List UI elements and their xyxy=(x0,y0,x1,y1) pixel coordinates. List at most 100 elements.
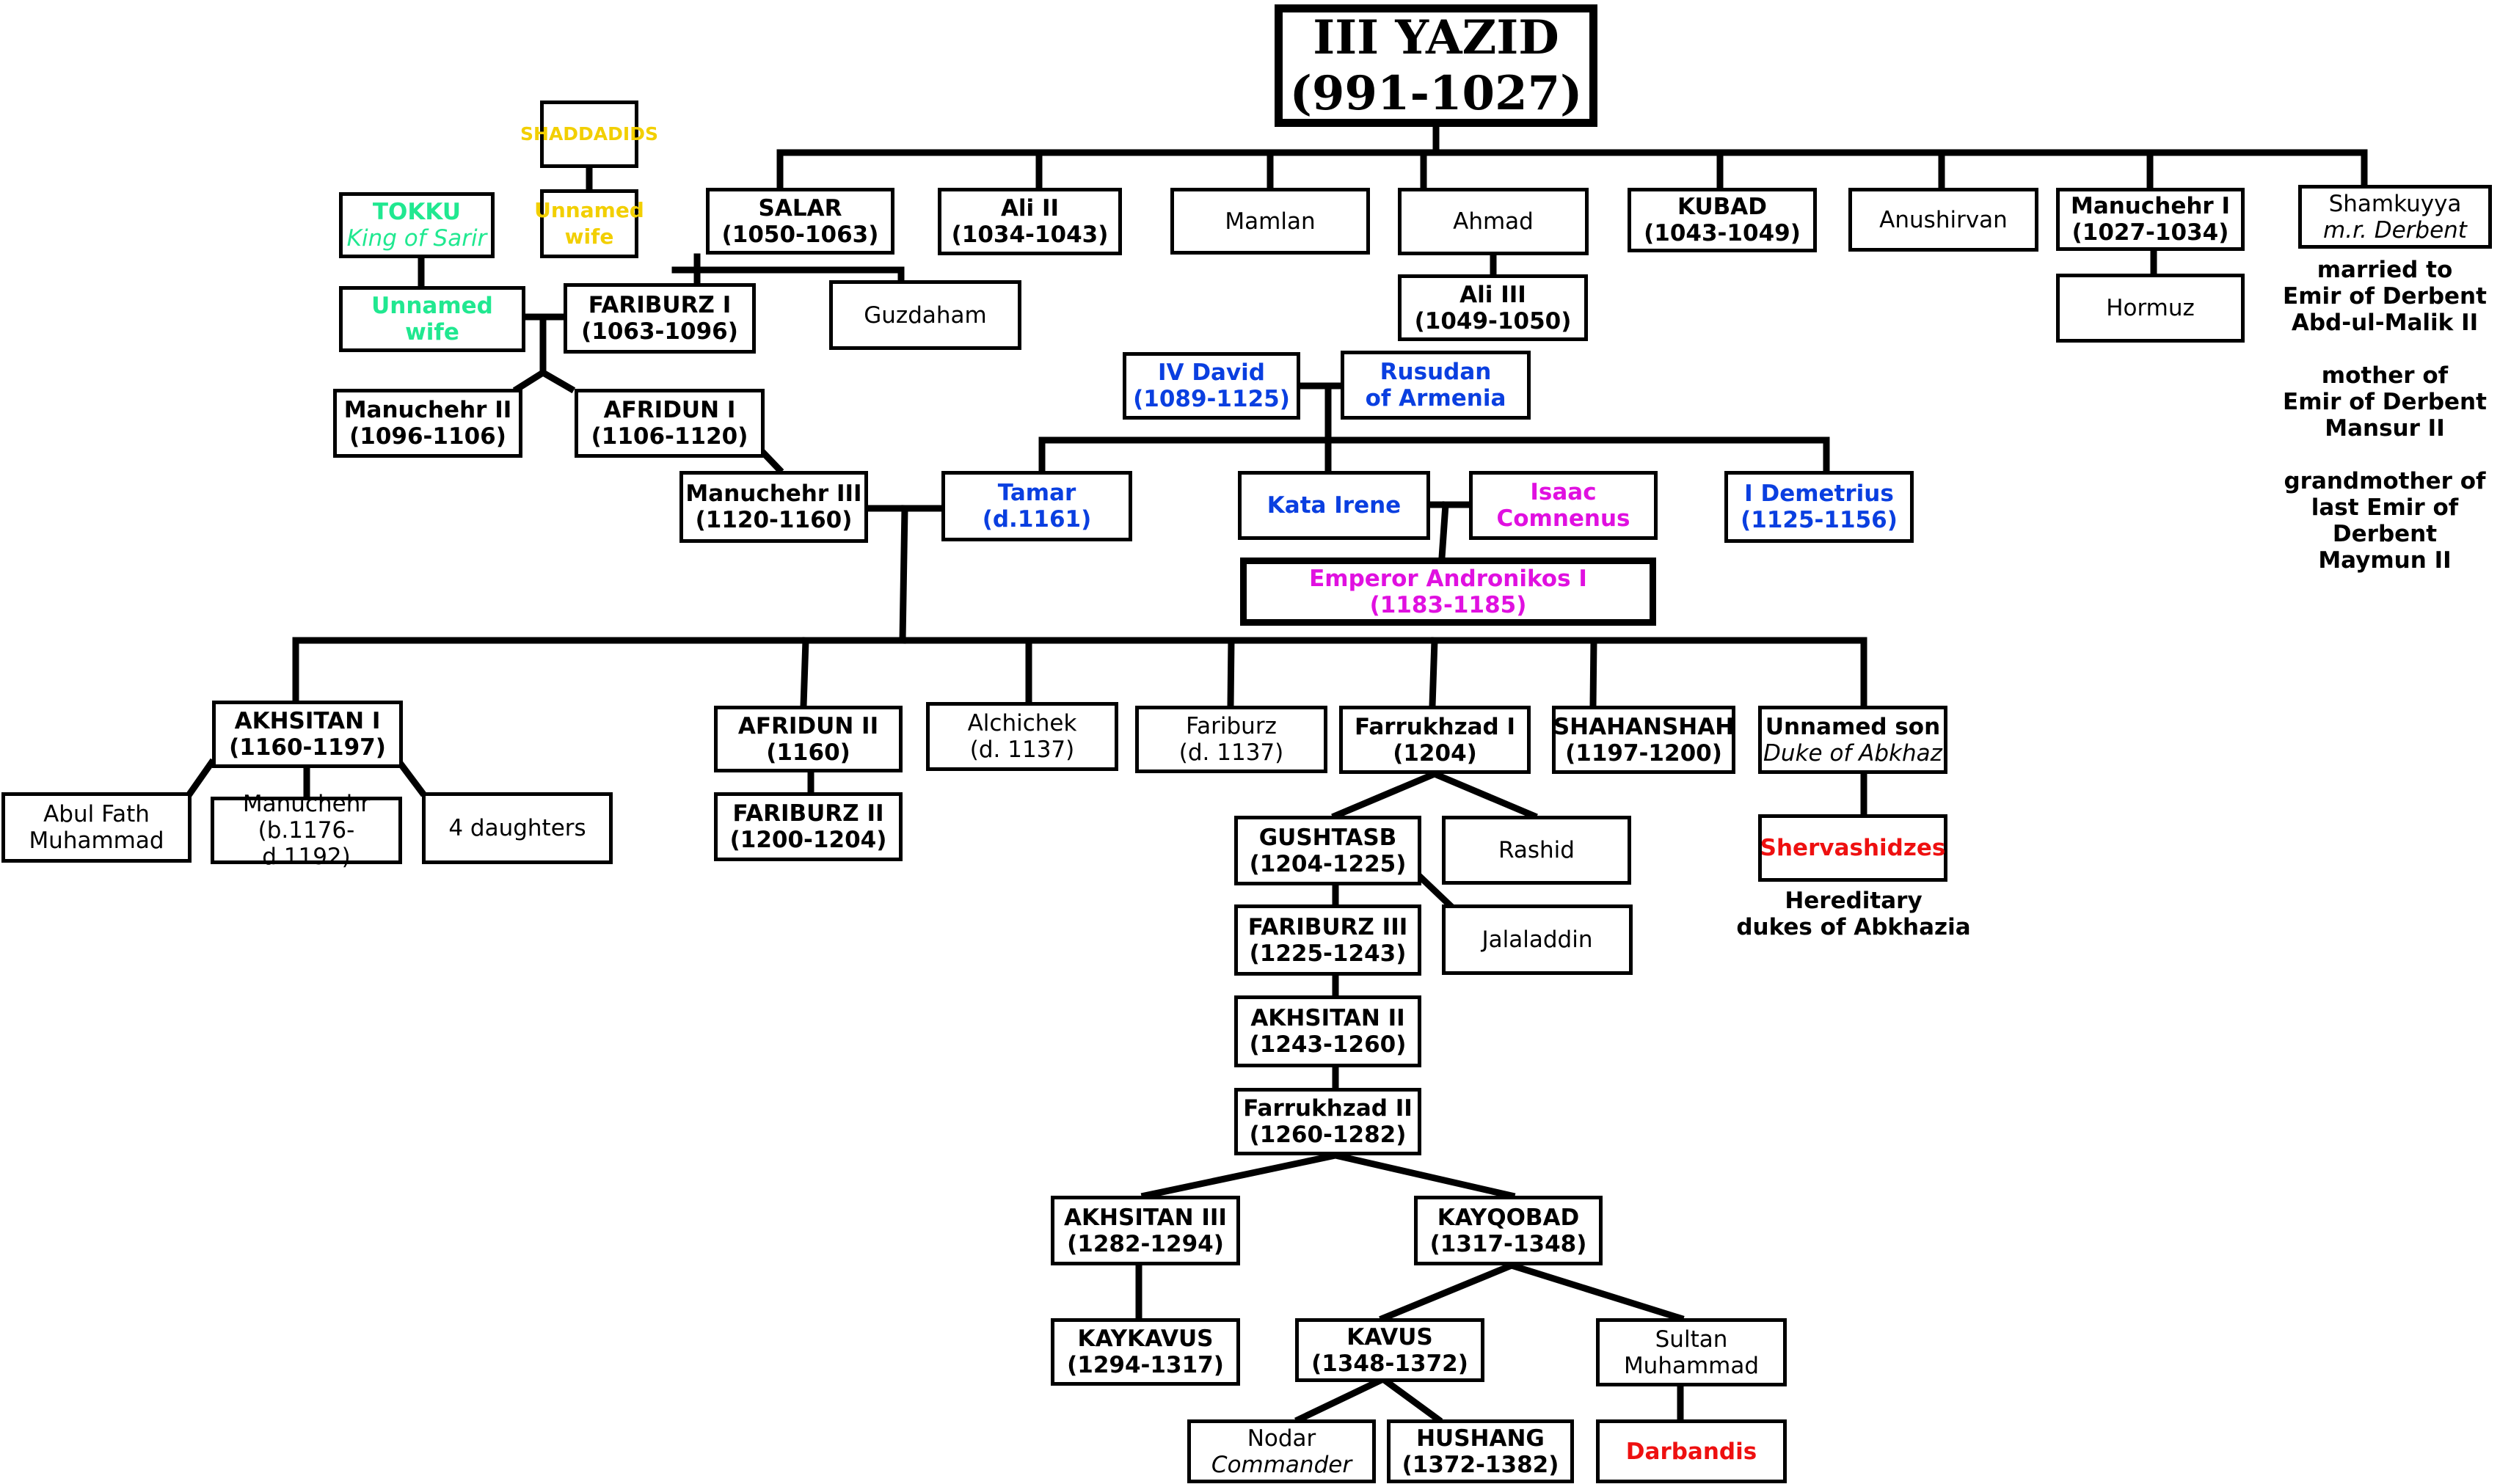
fariburz2-node[interactable]: FARIBURZ II (1200-1204) xyxy=(714,792,903,861)
jalaladdin-node[interactable]: Jalaladdin xyxy=(1442,904,1633,975)
fariburz-name: Fariburz xyxy=(1186,713,1277,739)
akhsitan2-dates: (1243-1260) xyxy=(1249,1031,1407,1058)
sultan-muhammad-node[interactable]: Sultan Muhammad xyxy=(1596,1318,1787,1386)
daughters-node[interactable]: 4 daughters xyxy=(422,792,613,864)
kubad-dates: (1043-1049) xyxy=(1644,220,1801,246)
fariburz-dates: (d. 1137) xyxy=(1178,739,1284,766)
guzdaham-node[interactable]: Guzdaham xyxy=(829,280,1021,350)
nodar-node[interactable]: Nodar Commander xyxy=(1187,1419,1376,1483)
kata-irene-node[interactable]: Kata Irene xyxy=(1238,471,1430,540)
akhsitan2-node[interactable]: AKHSITAN II (1243-1260) xyxy=(1234,995,1421,1067)
ali3-dates: (1049-1050) xyxy=(1414,307,1572,335)
rusudan-title: of Armenia xyxy=(1365,385,1506,412)
tokku-name: TOKKU xyxy=(372,199,462,225)
kaykavus-node[interactable]: KAYKAVUS (1294-1317) xyxy=(1051,1318,1240,1386)
kaykavus-dates: (1294-1317) xyxy=(1067,1352,1224,1378)
rashid-node[interactable]: Rashid xyxy=(1442,816,1631,885)
unnamed-son-node[interactable]: Unnamed son Duke of Abkhaz xyxy=(1758,706,1947,774)
tamar-dates: (d.1161) xyxy=(982,506,1092,533)
kubad-name: KUBAD xyxy=(1677,194,1767,220)
farrukhzad2-node[interactable]: Farrukhzad II (1260-1282) xyxy=(1234,1088,1421,1155)
kavus-node[interactable]: KAVUS (1348-1372) xyxy=(1295,1318,1484,1382)
note-abd-ul-malik: Abd-ul-Malik II xyxy=(2291,310,2479,336)
shahanshah-dates: (1197-1200) xyxy=(1565,739,1722,767)
andronikos-node[interactable]: Emperor Andronikos I (1183-1185) xyxy=(1240,558,1656,626)
rusudan-node[interactable]: Rusudan of Armenia xyxy=(1341,351,1531,420)
farrukhzad1-node[interactable]: Farrukhzad I (1204) xyxy=(1339,706,1531,774)
kayqobad-name: KAYQOBAD xyxy=(1437,1204,1580,1231)
manuchehr1-node[interactable]: Manuchehr I (1027-1034) xyxy=(2056,188,2245,251)
salar-name: SALAR xyxy=(758,194,842,222)
shamkuyya-node[interactable]: Shamkuyya m.r. Derbent xyxy=(2298,185,2492,249)
darbandis-node[interactable]: Darbandis xyxy=(1596,1419,1787,1483)
abul-fath-node[interactable]: Abul Fath Muhammad xyxy=(1,792,192,863)
akhsitan3-node[interactable]: AKHSITAN III (1282-1294) xyxy=(1051,1196,1240,1265)
akhsitan1-node[interactable]: AKHSITAN I (1160-1197) xyxy=(212,701,403,768)
hushang-node[interactable]: HUSHANG (1372-1382) xyxy=(1387,1419,1574,1483)
sultan-muhammad-line1: Sultan xyxy=(1655,1326,1728,1353)
manuchehr3-dates: (1120-1160) xyxy=(695,507,853,533)
farrukhzad1-name: Farrukhzad I xyxy=(1354,713,1516,740)
david4-node[interactable]: IV David (1089-1125) xyxy=(1123,352,1300,420)
shaddadids-node[interactable]: SHADDADIDS xyxy=(520,100,658,168)
fariburz3-node[interactable]: FARIBURZ III (1225-1243) xyxy=(1234,904,1421,976)
darbandis-name: Darbandis xyxy=(1625,1438,1757,1465)
shamkuyya-name: Shamkuyya xyxy=(2328,190,2462,217)
kayqobad-dates: (1317-1348) xyxy=(1429,1230,1587,1257)
salar-dates: (1050-1063) xyxy=(721,221,879,248)
tokku-daughter-node[interactable]: Unnamed wife xyxy=(339,286,525,352)
manuchehr2-node[interactable]: Manuchehr II (1096-1106) xyxy=(333,389,522,458)
demetrius-node[interactable]: I Demetrius (1125-1156) xyxy=(1724,471,1914,543)
alchichek-name: Alchichek xyxy=(967,710,1077,736)
manuchehr-b-node[interactable]: Manuchehr (b.1176-d.1192) xyxy=(211,791,402,870)
ahmad-node[interactable]: Ahmad xyxy=(1398,188,1589,255)
kavus-dates: (1348-1372) xyxy=(1311,1350,1468,1377)
tokku-title: King of Sarir xyxy=(346,225,487,252)
root-yazid-node[interactable]: III YAZID (991-1027) xyxy=(1275,4,1597,127)
fariburz-node[interactable]: Fariburz (d. 1137) xyxy=(1135,706,1327,773)
manuchehr3-node[interactable]: Manuchehr III (1120-1160) xyxy=(679,471,868,543)
tamar-node[interactable]: Tamar (d.1161) xyxy=(941,471,1132,541)
fariburz1-node[interactable]: FARIBURZ I (1063-1096) xyxy=(564,283,756,354)
tokku-node[interactable]: TOKKU King of Sarir xyxy=(339,192,495,258)
shamkuyya-notes: married to Emir of Derbent Abd-ul-Malik … xyxy=(2260,257,2510,574)
manuchehr2-dates: (1096-1106) xyxy=(349,423,506,450)
root-name: III YAZID xyxy=(1313,10,1559,65)
isaac-name: Isaac xyxy=(1530,479,1597,505)
note-mansur: Mansur II xyxy=(2325,415,2445,442)
isaac-node[interactable]: Isaac Comnenus xyxy=(1469,471,1658,540)
hushang-dates: (1372-1382) xyxy=(1402,1451,1559,1478)
hormuz-node[interactable]: Hormuz xyxy=(2056,274,2245,343)
afridun2-node[interactable]: AFRIDUN II (1160) xyxy=(714,706,903,772)
mamlan-node[interactable]: Mamlan xyxy=(1170,188,1370,255)
alchichek-node[interactable]: Alchichek (d. 1137) xyxy=(926,702,1118,771)
manuchehr1-name: Manuchehr I xyxy=(2070,193,2231,219)
salar-node[interactable]: SALAR (1050-1063) xyxy=(706,188,894,255)
rashid-name: Rashid xyxy=(1498,837,1575,863)
sultan-muhammad-line2: Muhammad xyxy=(1623,1352,1760,1379)
manuchehr-b-name: Manuchehr xyxy=(242,791,371,817)
shaddadid-wife-node[interactable]: Unnamed wife xyxy=(534,189,644,258)
manuchehr-b-dates: (b.1176-d.1192) xyxy=(258,817,355,870)
isaac-title: Comnenus xyxy=(1496,505,1630,532)
gushtasb-node[interactable]: GUSHTASB (1204-1225) xyxy=(1234,816,1421,885)
shervashidzes-node[interactable]: Shervashidzes xyxy=(1758,814,1947,882)
anushirvan-node[interactable]: Anushirvan xyxy=(1848,188,2038,252)
nodar-title: Commander xyxy=(1211,1451,1352,1478)
ali3-node[interactable]: Ali III (1049-1050) xyxy=(1398,274,1588,341)
shahanshah-node[interactable]: SHAHANSHAH (1197-1200) xyxy=(1552,706,1735,774)
kayqobad-node[interactable]: KAYQOBAD (1317-1348) xyxy=(1414,1196,1603,1265)
fariburz3-dates: (1225-1243) xyxy=(1249,940,1407,967)
ali2-node[interactable]: Ali II (1034-1043) xyxy=(938,188,1122,255)
note-maymun: Maymun II xyxy=(2318,547,2452,574)
fariburz2-dates: (1200-1204) xyxy=(729,827,887,853)
farrukhzad2-dates: (1260-1282) xyxy=(1249,1122,1407,1148)
hereditary-line1: Hereditary xyxy=(1785,888,1923,914)
abul-fath-line1: Abul Fath xyxy=(43,801,150,827)
abul-fath-line2: Muhammad xyxy=(29,827,164,854)
andronikos-dates: (1183-1185) xyxy=(1369,591,1527,618)
afridun1-node[interactable]: AFRIDUN I (1106-1120) xyxy=(575,389,765,458)
kubad-node[interactable]: KUBAD (1043-1049) xyxy=(1628,188,1817,252)
afridun2-name: AFRIDUN II xyxy=(737,712,879,739)
